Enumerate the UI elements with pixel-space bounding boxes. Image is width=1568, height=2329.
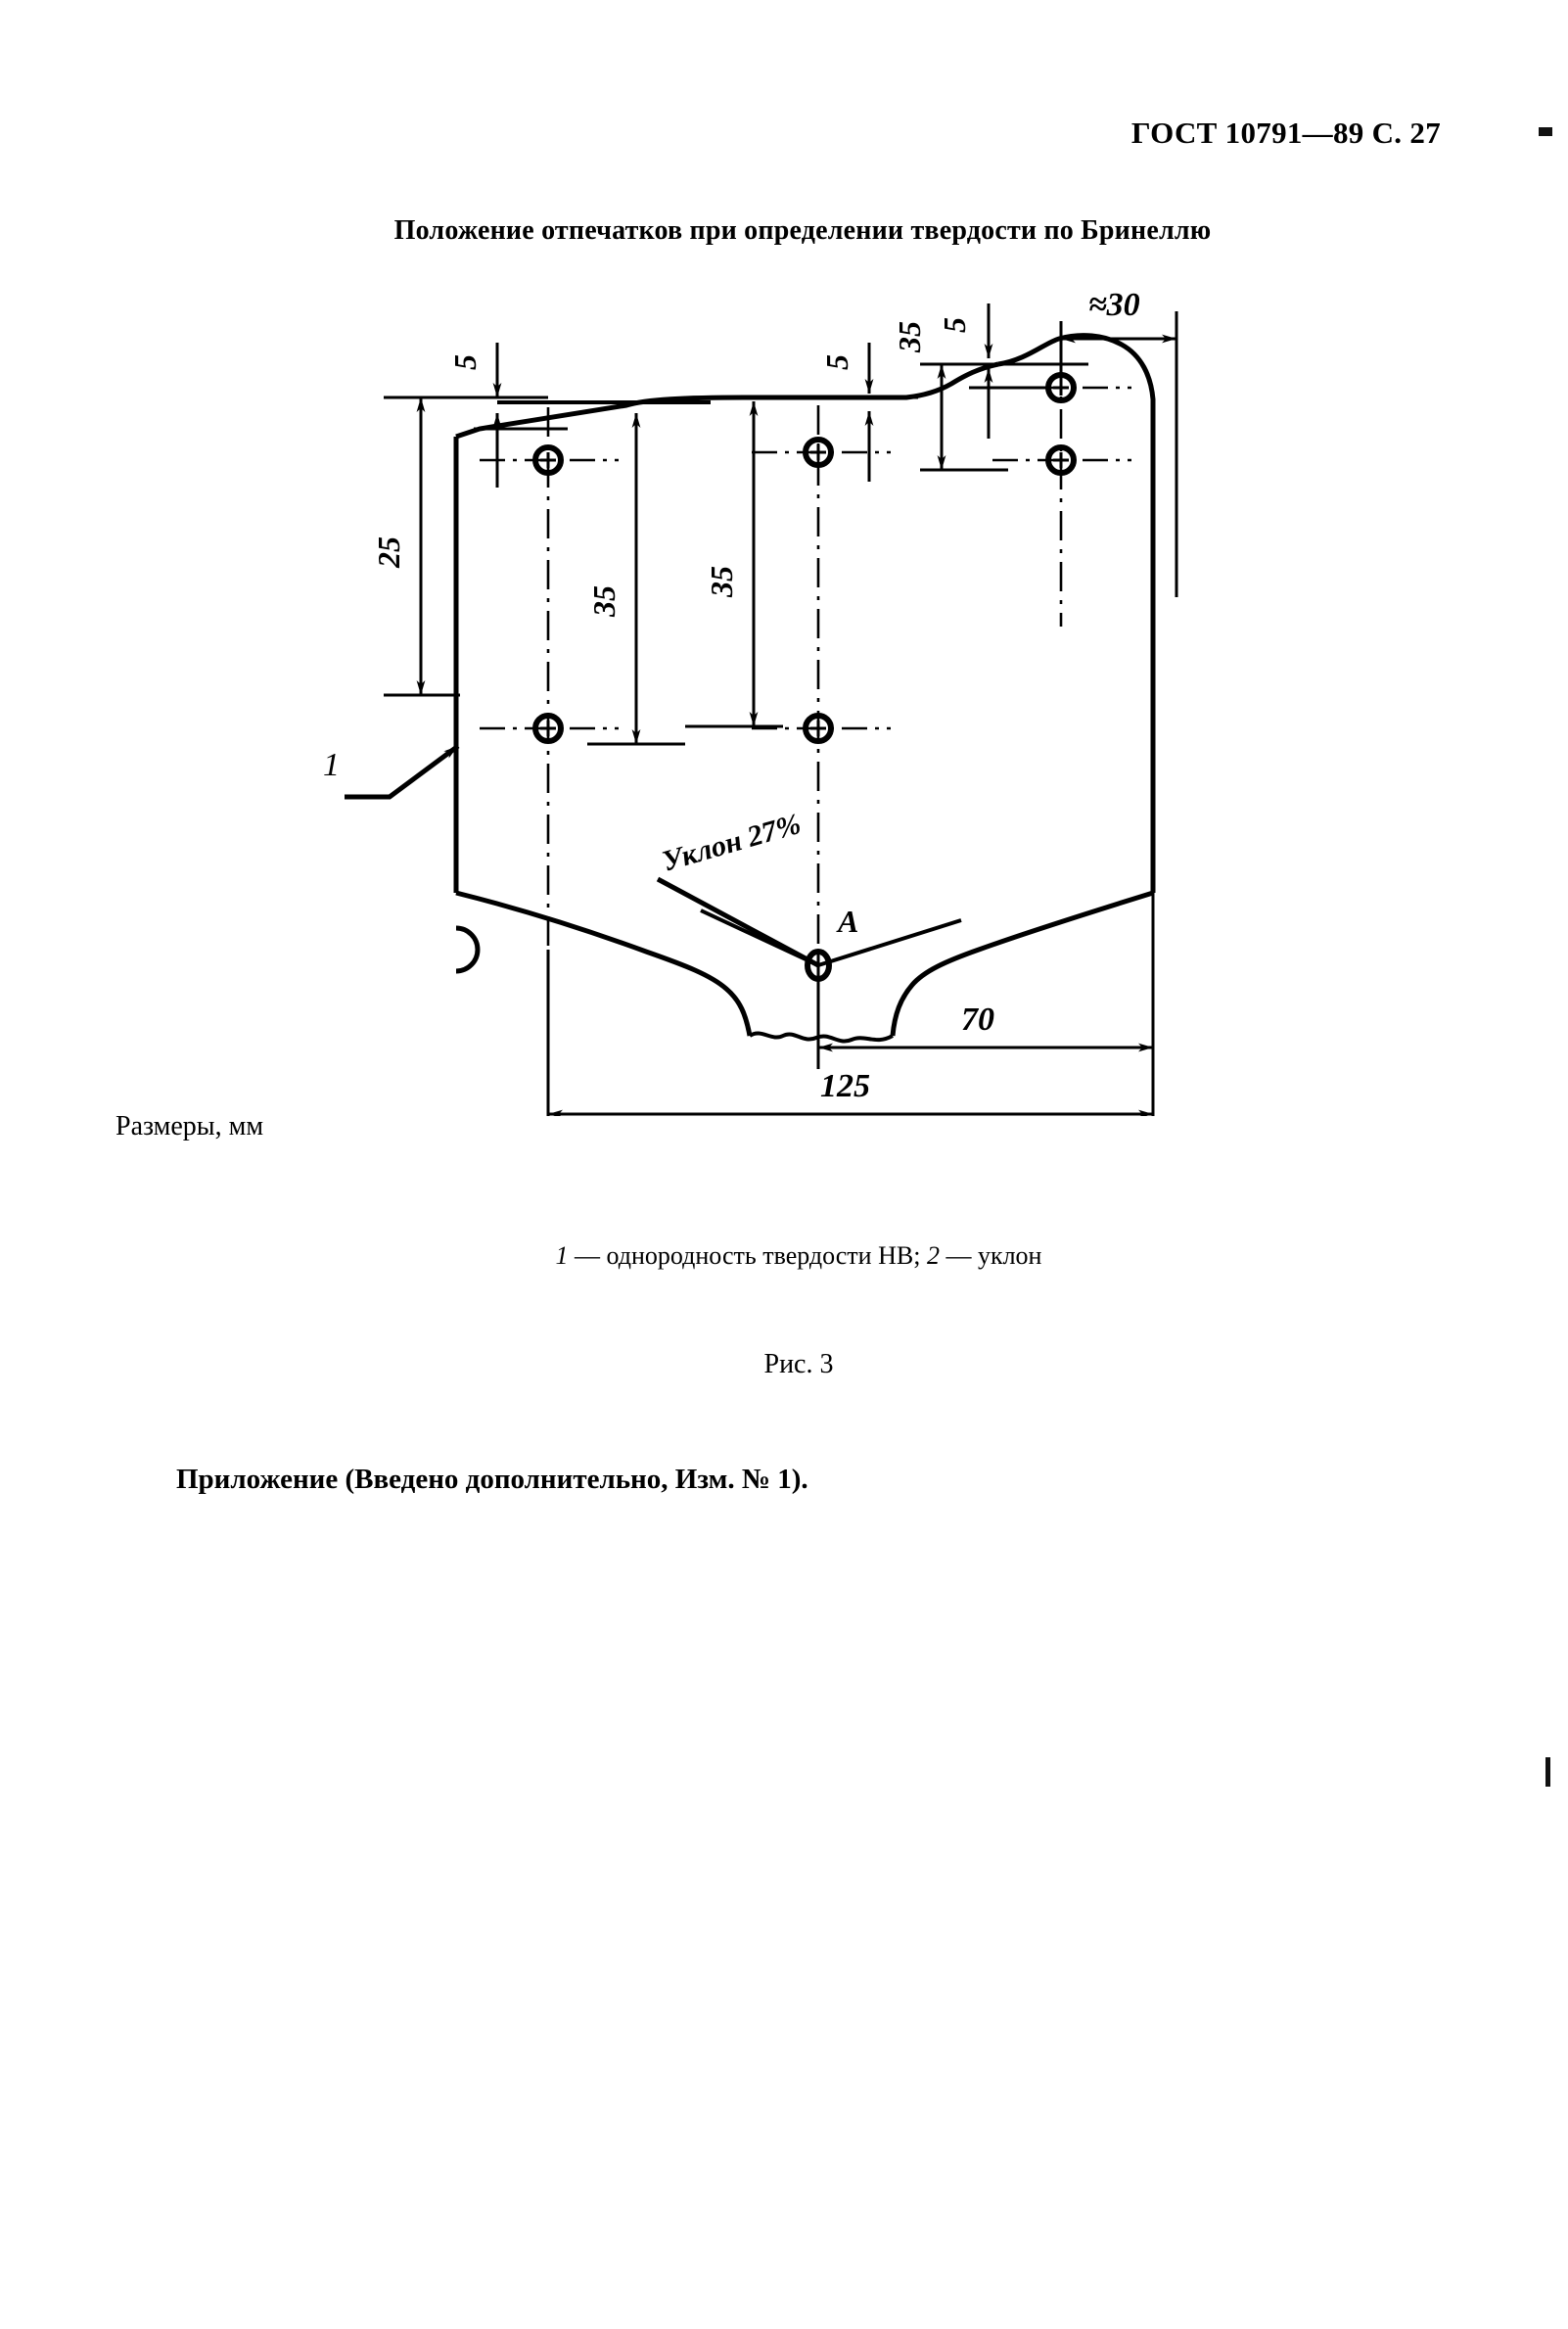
dimension-70: [816, 893, 1155, 1069]
dimension-35-middle: [685, 401, 783, 728]
dimension-approx-30: [1059, 311, 1178, 597]
label-approx-30: ≈30: [1088, 287, 1140, 323]
break-line-wavy: [748, 1031, 894, 1044]
label-35-left: 35: [586, 585, 622, 618]
legend-item-2-text: — уклон: [945, 1241, 1042, 1270]
label-slope-27-percent: Уклон 27%: [659, 808, 805, 878]
indentation-mark: [803, 713, 834, 744]
label-70: 70: [961, 1001, 994, 1038]
legend-item-1-number: 1: [555, 1241, 569, 1270]
rail-foot-left-outline: [455, 890, 753, 1037]
dimension-125: [546, 950, 1155, 1116]
legend-item-1-text: — однородность твердости НВ;: [575, 1241, 921, 1270]
figure-legend: 1 — однородность твердости НВ; 2 — уклон: [0, 1241, 1568, 1271]
dimension-25-left: [384, 396, 460, 697]
label-leader-1: 1: [323, 747, 340, 783]
indentation-mark: [532, 713, 564, 744]
label-35-upper-right: 35: [892, 321, 927, 353]
indentation-mark: [803, 437, 834, 468]
label-25: 25: [371, 536, 406, 569]
label-5-middle: 5: [819, 354, 854, 370]
indentation-mark: [1045, 444, 1077, 476]
slope-leader-line: [656, 876, 820, 968]
label-35-middle: 35: [704, 566, 739, 598]
indentation-marks: [532, 372, 1077, 982]
indentation-half-circle-left: [455, 925, 481, 974]
figure-caption: Рис. 3: [763, 1349, 834, 1379]
drawing-canvas: ≈30 5 35 5 35 5 35 25 1 Уклон 27% А 70 1…: [323, 287, 1178, 1116]
indent-centerlines-horizontal: [480, 386, 1131, 730]
rail-cross-section-drawing: ≈30 5 35 5 35 5 35 25 1 Уклон 27% А 70 1…: [0, 274, 1568, 1116]
indentation-mark: [532, 444, 564, 476]
label-125: 125: [820, 1068, 870, 1104]
centerlines: [546, 358, 1063, 973]
legend-item-2-number: 2: [926, 1241, 940, 1270]
dimension-35-left: [587, 413, 685, 746]
label-5-top-right: 5: [937, 317, 972, 333]
dimension-5-left: [446, 343, 568, 488]
figure-title: Положение отпечатков при определении тве…: [393, 215, 1212, 246]
leader-line-item-1: [345, 743, 460, 800]
rail-foot-underside-right: [817, 918, 962, 967]
dimension-35-upper-right: [920, 362, 1008, 472]
scan-artifact-mark: [1539, 127, 1552, 136]
rail-foot-right-outline: [890, 890, 1154, 1037]
label-point-a: А: [836, 904, 858, 939]
dimension-5-middle: [830, 343, 918, 482]
dimensions-unit-note: Размеры, мм: [115, 1111, 264, 1141]
appendix-note: Приложение (Введено дополнительно, Изм. …: [176, 1464, 808, 1495]
label-5-left: 5: [447, 354, 483, 370]
document-header-standard-number: ГОСТ 10791—89 С. 27: [1130, 116, 1441, 150]
scan-artifact-mark: [1545, 1757, 1550, 1787]
